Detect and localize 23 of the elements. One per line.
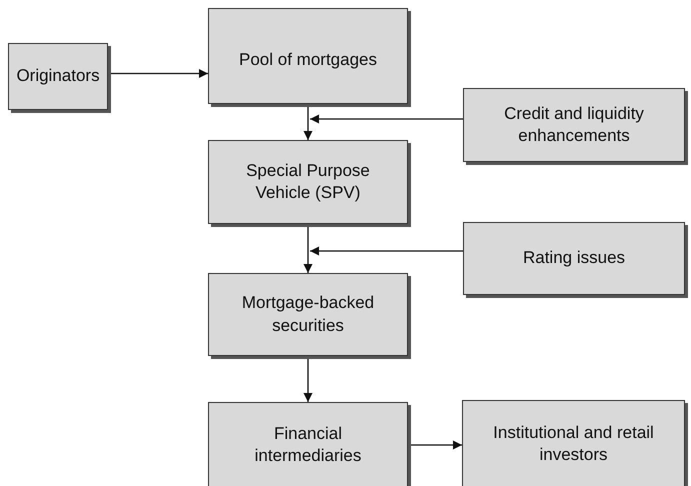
process-box: [463, 88, 685, 162]
box-label: Rating issues: [522, 247, 626, 270]
process-box: [208, 140, 408, 224]
box-label: Mortgage-backed securities: [240, 292, 376, 336]
arrow: [108, 69, 208, 78]
box-label: Pool of mortgages: [239, 49, 377, 71]
box-label: Financial intermediaries: [254, 422, 362, 467]
box-label: Originators: [16, 65, 100, 88]
box-label: Credit and liquidity enhancements: [503, 102, 645, 147]
arrow: [310, 114, 463, 124]
process-box: [8, 43, 108, 110]
process-box: [208, 402, 408, 486]
arrow: [304, 104, 312, 140]
box-label: Special Purpose Vehicle (SPV): [245, 160, 371, 204]
process-box: [208, 8, 408, 104]
arrow: [304, 356, 312, 402]
process-box: [208, 273, 408, 356]
arrow: [408, 440, 462, 450]
arrow: [310, 246, 463, 256]
process-box: [462, 400, 685, 486]
process-box: [463, 222, 685, 295]
arrow: [304, 224, 312, 273]
box-label: Institutional and retail investors: [492, 422, 655, 466]
